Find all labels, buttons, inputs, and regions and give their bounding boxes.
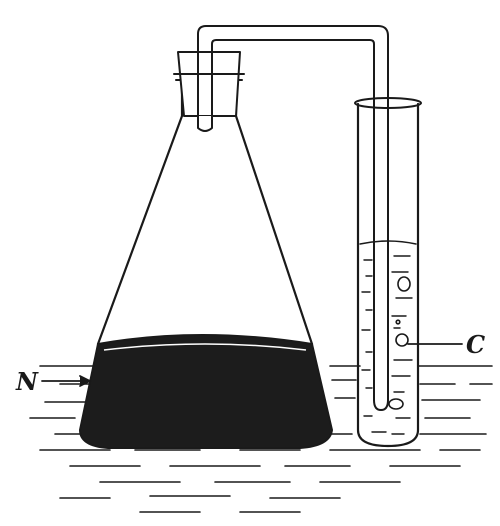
test-tube [354, 97, 422, 448]
water-bath [29, 365, 493, 513]
label-n: N [15, 367, 39, 396]
label-pointers [41, 343, 463, 387]
delivery-tube [197, 25, 389, 411]
flask-liquid [78, 334, 334, 449]
gas-bubble [388, 398, 404, 410]
gas-bubble [397, 276, 411, 292]
stopper [175, 51, 243, 132]
gas-bubble [395, 333, 409, 347]
label-c: C [466, 330, 485, 359]
